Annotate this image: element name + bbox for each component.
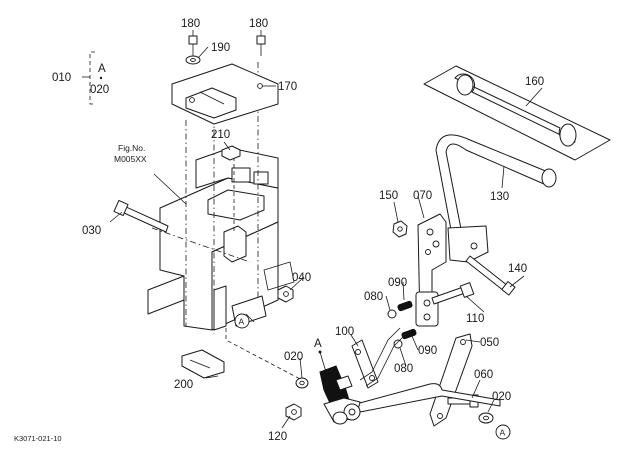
callout-020-left: 020 xyxy=(284,351,303,363)
callout-040: 040 xyxy=(292,272,311,284)
part-040-nut xyxy=(277,285,294,303)
leader-lines xyxy=(109,30,543,429)
point-marker-a: A xyxy=(314,338,322,350)
callout-200: 200 xyxy=(174,379,193,391)
part-070-lever-bracket xyxy=(415,213,447,327)
callout-210: 210 xyxy=(211,129,230,141)
figure-ref-label: Fig.No. xyxy=(118,143,145,153)
svg-text:A: A xyxy=(500,428,506,438)
part-020-washer-right xyxy=(478,412,494,424)
part-170-top-plate xyxy=(171,63,279,125)
part-180-bolt-right xyxy=(256,35,266,56)
diagram-code: K3071-021-10 xyxy=(14,434,62,443)
group-bracket: 010 A 020 xyxy=(52,51,109,105)
part-a-bracket-assembly xyxy=(319,365,361,425)
frame-body xyxy=(147,62,303,381)
callout-140: 140 xyxy=(508,263,527,275)
callout-020-right: 020 xyxy=(492,391,511,403)
group-bracket-bottom: 020 xyxy=(90,84,109,96)
part-140-bolt xyxy=(465,255,516,296)
svg-text:A: A xyxy=(239,317,245,327)
callout-130: 130 xyxy=(490,191,509,203)
callout-030: 030 xyxy=(82,225,101,237)
part-160-grip-cover xyxy=(423,65,611,161)
control-shaft xyxy=(355,327,501,413)
callout-060: 060 xyxy=(474,369,493,381)
callout-160: 160 xyxy=(525,76,544,88)
callout-labels: 180 180 190 170 210 030 040 200 020 120 … xyxy=(82,18,544,443)
callout-070: 070 xyxy=(413,190,432,202)
callout-090-upper: 090 xyxy=(388,277,407,289)
part-180-bolt-left xyxy=(188,35,198,56)
circle-marker-a-left: A xyxy=(234,313,250,329)
callout-080-lower: 080 xyxy=(394,363,413,375)
part-080-pin-lower xyxy=(393,339,403,349)
callout-050: 050 xyxy=(480,337,499,349)
figure-ref-number: M005XX xyxy=(114,154,147,164)
part-100-link xyxy=(351,339,379,389)
callout-180-right: 180 xyxy=(249,18,268,30)
callout-120: 120 xyxy=(268,431,287,443)
callout-150: 150 xyxy=(379,190,398,202)
part-120-nut xyxy=(285,403,302,421)
callout-090-lower: 090 xyxy=(418,345,437,357)
part-190-washer xyxy=(185,55,201,65)
part-090-spring-upper xyxy=(397,300,413,312)
part-200-base-bracket xyxy=(181,349,225,379)
part-130-handle-rod xyxy=(435,134,557,263)
callout-080-upper: 080 xyxy=(364,291,383,303)
part-030-bolt xyxy=(113,199,169,233)
group-bracket-top: 010 xyxy=(52,72,71,84)
part-210-clip xyxy=(221,145,241,161)
circle-marker-a-right: A xyxy=(495,424,511,440)
callout-180-left: 180 xyxy=(181,18,200,30)
callout-170: 170 xyxy=(278,81,297,93)
part-050-lever-arm xyxy=(429,333,473,427)
callout-190: 190 xyxy=(211,42,230,54)
part-150-nut xyxy=(392,220,408,238)
callout-110: 110 xyxy=(466,313,484,325)
part-110-bolt xyxy=(431,282,475,305)
part-080-pin-upper xyxy=(387,309,397,319)
group-bracket-letter: A xyxy=(98,63,106,75)
callout-100: 100 xyxy=(335,326,354,338)
part-020-washer-left xyxy=(295,377,309,389)
part-090-spring-lower xyxy=(401,328,417,340)
